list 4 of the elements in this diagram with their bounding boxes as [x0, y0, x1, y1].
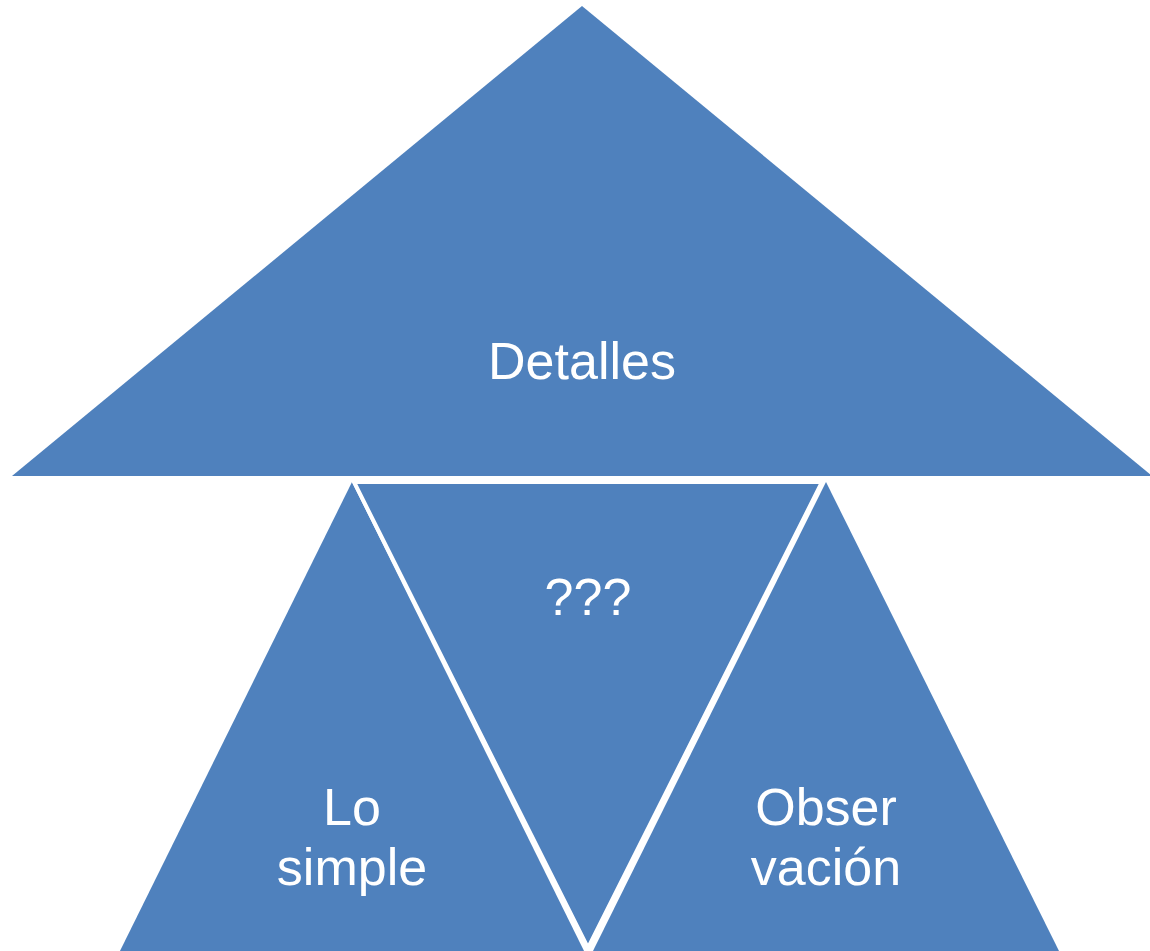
- triangle-label: Obser vación: [749, 777, 903, 898]
- triangle-label: ???: [543, 567, 633, 628]
- triangle-label: Lo simple: [275, 777, 429, 898]
- triangle-label: Detalles: [487, 331, 677, 392]
